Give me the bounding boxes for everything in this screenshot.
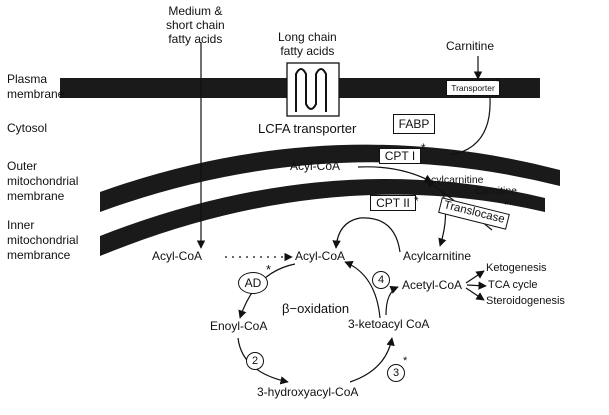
cycle-keto-to-acylcoa [344, 261, 381, 319]
cpt1-label: CPT I [384, 149, 416, 163]
cpt1-star: * [421, 141, 426, 155]
acylcoa-to-acylcarnitine-arrow [357, 166, 433, 183]
tca-cycle: TCA cycle [488, 279, 538, 291]
lcfa-transporter-label: LCFA transporter [258, 121, 357, 136]
step4-label: 4 [377, 273, 385, 286]
hydroxyacyl-coa: 3-hydroxyacyl-CoA [257, 385, 359, 399]
step2-circle: 2 [246, 352, 264, 370]
acyl-coa-cytosol: Acyl-CoA [290, 159, 341, 173]
acetyl-coa: Acetyl-CoA [402, 278, 463, 292]
carnitine-small: Carnitine [475, 185, 518, 197]
acetyl-to-steroidogenesis-arrow [465, 287, 485, 301]
ketogenesis: Ketogenesis [486, 262, 547, 274]
keto-to-acetylcoa-arrow [385, 286, 399, 316]
carnitine-top-label: Carnitine [446, 39, 495, 53]
acylcarnitine-matrix: Acylcarnitine [403, 249, 472, 263]
mscfa-label: Medium & short chain fatty acids [166, 4, 225, 46]
acylcarnitine-translocate-arrow [438, 189, 447, 247]
outer-mito-membrane-label: Outer mitochondrial membrane [7, 159, 79, 203]
step2-label: 2 [251, 354, 259, 367]
lcfa-label: Long chain fatty acids [278, 30, 337, 58]
translocase-star: * [504, 198, 509, 212]
step3-circle: 3 [387, 364, 405, 382]
cycle-hydroxy-to-keto [349, 337, 395, 383]
inner-mito-membrane-label: Inner mitochondrial membrance [7, 218, 79, 262]
acylcarnitine-small: Acylcarnitine [424, 174, 484, 186]
acyl-coa-matrix-left: Acyl-CoA [152, 249, 203, 263]
plasma-membrane-label: Plasma membrane [7, 72, 65, 101]
ad-star: * [266, 262, 272, 277]
step3-star: * [403, 355, 408, 367]
cpt1-box: CPT I [379, 148, 421, 164]
outer-mito-membrane-band [100, 144, 560, 212]
cpt2-box: CPT II [370, 195, 416, 211]
ad-label: AD [244, 276, 262, 290]
ad-circle: AD [238, 272, 268, 294]
fabp-label: FABP [398, 117, 430, 131]
cytosol-label: Cytosol [7, 121, 48, 135]
acetyl-to-tca-arrow [466, 281, 487, 290]
acylcarnitine-to-acylcoa-arrow [332, 217, 401, 253]
inner-mito-membrane-band [100, 178, 545, 256]
acetyl-to-ketogenesis-arrow [465, 270, 485, 284]
transporter-box: Transporter [446, 80, 500, 96]
step4-circle: 4 [372, 271, 390, 289]
beta-oxidation: β−oxidation [282, 301, 350, 316]
transporter-label: Transporter [451, 82, 495, 93]
cpt2-label: CPT II [376, 196, 410, 210]
lcfa-transporter-wave [295, 68, 327, 112]
acyl-coa-matrix: Acyl-CoA [295, 249, 346, 263]
fabp-box: FABP [393, 114, 435, 134]
steroidogenesis: Steroidogenesis [486, 295, 565, 307]
carnitine-cytosol-curve [449, 97, 491, 156]
transporter-star: * [496, 77, 500, 88]
enoyl-coa: Enoyl-CoA [210, 319, 268, 333]
ketoacyl-coa: 3-ketoacyl CoA [348, 317, 430, 331]
cpt2-star: * [414, 194, 419, 208]
step3-label: 3 [392, 366, 400, 379]
